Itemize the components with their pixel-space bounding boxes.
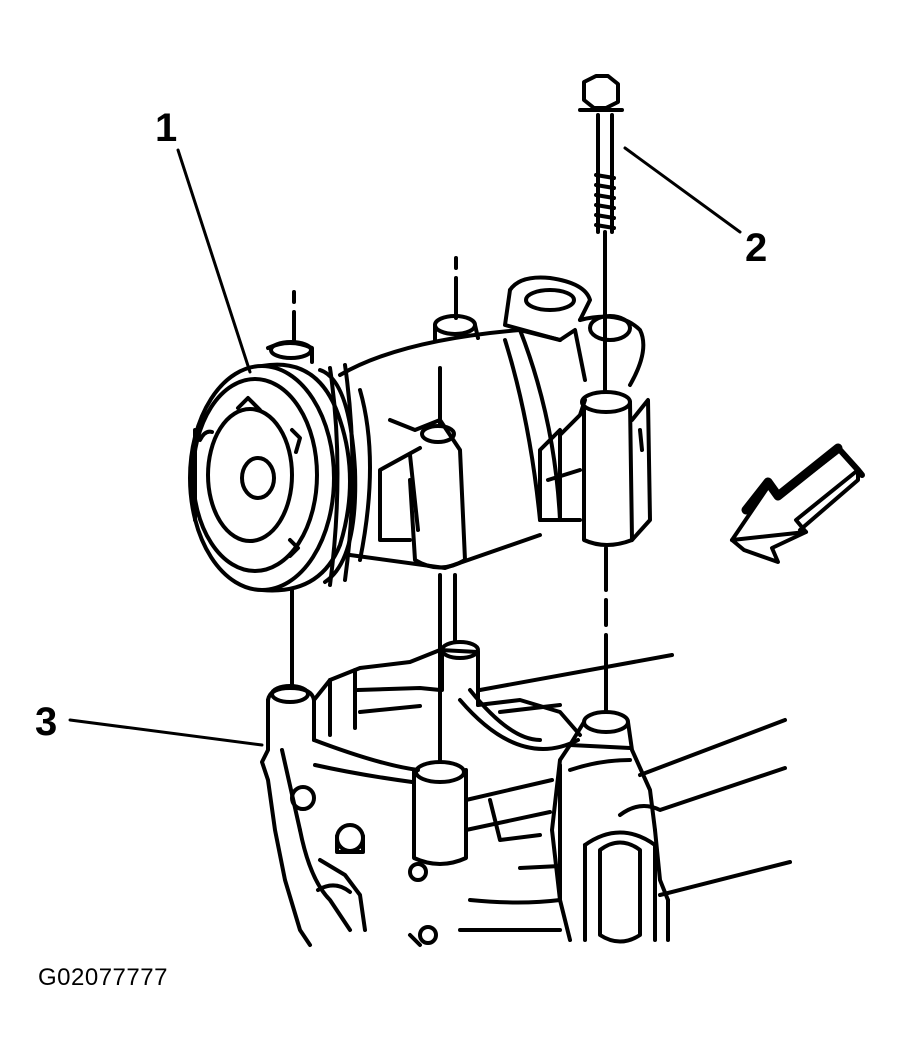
leader-lines xyxy=(68,146,742,747)
view-direction-arrow-icon xyxy=(730,443,865,564)
mounting-bolt xyxy=(578,74,624,392)
callout-label-2: 2 xyxy=(745,226,768,270)
callout-label-3: 3 xyxy=(35,700,58,744)
mounting-bracket xyxy=(260,640,792,947)
alignment-lines xyxy=(290,256,608,762)
ac-compressor xyxy=(188,275,652,593)
callout-label-1: 1 xyxy=(155,106,178,150)
figure-id: G02077777 xyxy=(38,964,168,991)
